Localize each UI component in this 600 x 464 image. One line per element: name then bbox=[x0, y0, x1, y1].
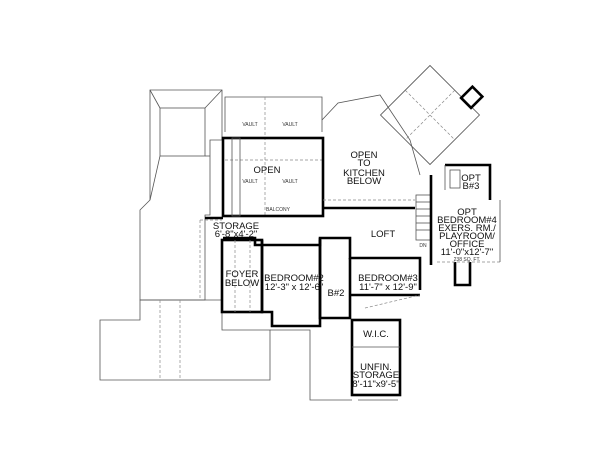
room-loft: LOFT bbox=[371, 229, 395, 240]
room-bedroom2: BEDROOM#2 12'-3" x 12'-6" bbox=[264, 273, 324, 293]
svg-text:12'-3" x 12'-6": 12'-3" x 12'-6" bbox=[265, 282, 323, 293]
svg-text:STORAGE: STORAGE bbox=[213, 221, 259, 232]
dn-label: DN bbox=[419, 243, 427, 249]
svg-text:BEDROOM#4: BEDROOM#4 bbox=[437, 215, 497, 226]
room-bath2: B#2 bbox=[328, 288, 345, 299]
svg-text:8'-11"x9'-5": 8'-11"x9'-5" bbox=[352, 379, 399, 390]
roof-outline-left bbox=[99, 89, 352, 401]
svg-text:OFFICE: OFFICE bbox=[450, 239, 485, 250]
room-wic: W.I.C. bbox=[363, 329, 389, 340]
vault-label: VAULT bbox=[242, 179, 257, 185]
svg-text:BEDROOM#3: BEDROOM#3 bbox=[358, 273, 418, 284]
svg-text:BELOW: BELOW bbox=[347, 176, 381, 187]
room-bedroom3: BEDROOM#3 11'-7" x 12'-9" bbox=[358, 273, 418, 293]
angled-wing bbox=[379, 64, 485, 166]
room-foyer: FOYER BELOW bbox=[225, 269, 259, 289]
svg-text:B#3: B#3 bbox=[463, 181, 480, 192]
room-storage: STORAGE 6'-8"x4'-2" bbox=[213, 221, 259, 240]
room-opt-bedroom4: OPT BEDROOM#4 EXERS. RM./ PLAYROOM/ OFFI… bbox=[437, 207, 497, 263]
room-opt-bath3: OPT B#3 bbox=[461, 173, 481, 192]
vault-area bbox=[224, 96, 323, 215]
svg-text:TO: TO bbox=[357, 158, 370, 169]
svg-text:BELOW: BELOW bbox=[225, 278, 259, 289]
svg-text:PLAYROOM/: PLAYROOM/ bbox=[439, 231, 495, 242]
svg-text:KITCHEN: KITCHEN bbox=[343, 168, 385, 179]
room-open: OPEN bbox=[254, 165, 281, 176]
room-open-kitchen: OPEN TO KITCHEN BELOW bbox=[343, 150, 385, 187]
vault-label: VAULT bbox=[242, 122, 257, 128]
vault-label: VAULT bbox=[282, 179, 297, 185]
svg-text:11'-0"x12'-7": 11'-0"x12'-7" bbox=[441, 247, 493, 258]
stairs bbox=[415, 175, 433, 265]
svg-text:238 SQ. FT.: 238 SQ. FT. bbox=[454, 257, 481, 263]
svg-text:OPEN: OPEN bbox=[351, 150, 378, 161]
svg-text:EXERS. RM./: EXERS. RM./ bbox=[438, 223, 496, 234]
svg-text:UNFIN.: UNFIN. bbox=[360, 362, 392, 373]
room-unfin-storage: UNFIN. STORAGE 8'-11"x9'-5" bbox=[352, 362, 399, 390]
vault-label: VAULT bbox=[282, 122, 297, 128]
svg-text:FOYER: FOYER bbox=[226, 269, 259, 280]
svg-text:OPT: OPT bbox=[461, 173, 481, 184]
open-area-walls bbox=[221, 136, 325, 218]
bedroom-walls bbox=[220, 238, 421, 401]
balcony-label: BALCONY bbox=[266, 207, 291, 213]
svg-text:6'-8"x4'-2": 6'-8"x4'-2" bbox=[215, 229, 258, 240]
svg-text:OPT: OPT bbox=[457, 207, 477, 218]
svg-text:11'-7" x 12'-9": 11'-7" x 12'-9" bbox=[359, 282, 417, 293]
svg-text:BEDROOM#2: BEDROOM#2 bbox=[264, 273, 324, 284]
opt-bedroom4-walls bbox=[437, 163, 501, 287]
svg-text:STORAGE: STORAGE bbox=[353, 370, 399, 381]
loft-walls bbox=[205, 94, 422, 290]
